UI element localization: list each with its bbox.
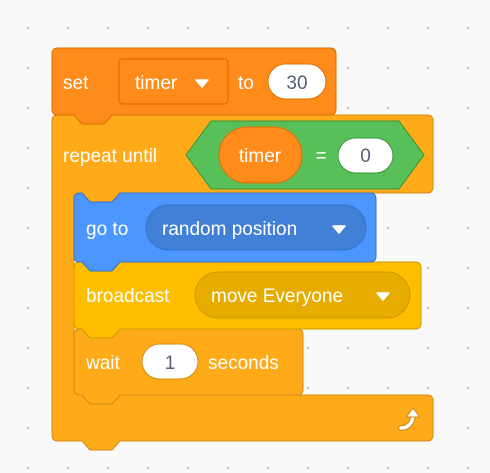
position-dropdown-box — [145, 204, 367, 251]
compare-value-text: 0 — [360, 146, 371, 167]
go-to-block[interactable]: go to random position — [73, 192, 377, 272]
chevron-down-icon — [376, 292, 390, 301]
repeat-until-block[interactable]: repeat until timer = 0 — [51, 114, 434, 451]
timer-reporter-shape — [218, 126, 303, 184]
position-dropdown[interactable]: random position — [145, 204, 367, 251]
wait-label: wait — [85, 353, 121, 374]
go-to-label: go to — [86, 219, 128, 240]
set-value-text: 30 — [286, 73, 307, 94]
repeat-until-label: repeat until — [63, 146, 157, 167]
compare-value-input[interactable]: 0 — [337, 137, 394, 174]
wait-value-field — [141, 343, 199, 380]
wait-value-input[interactable]: 1 — [141, 343, 199, 380]
variable-dropdown-label: timer — [135, 73, 178, 94]
wait-value-text: 1 — [165, 353, 176, 374]
equals-sign: = — [315, 146, 326, 167]
to-label: to — [238, 73, 254, 94]
variable-dropdown-box — [118, 58, 229, 105]
chevron-down-icon — [332, 225, 346, 234]
message-dropdown-label: move Everyone — [211, 286, 343, 307]
loop-arrow-icon — [398, 407, 421, 431]
compare-value-field — [337, 137, 394, 174]
wait-block[interactable]: wait 1 seconds — [73, 328, 304, 405]
position-dropdown-label: random position — [162, 219, 297, 240]
broadcast-block[interactable]: broadcast move Everyone — [73, 261, 422, 339]
equals-operator[interactable]: timer = 0 — [185, 120, 425, 190]
message-dropdown-box — [194, 271, 411, 319]
timer-reporter-label: timer — [239, 146, 282, 167]
chevron-down-icon — [195, 79, 209, 88]
message-dropdown[interactable]: move Everyone — [194, 271, 411, 319]
variable-dropdown[interactable]: timer — [118, 58, 229, 105]
set-value-input[interactable]: 30 — [267, 63, 327, 100]
timer-reporter[interactable]: timer — [218, 126, 303, 184]
broadcast-label: broadcast — [86, 286, 170, 307]
set-variable-block[interactable]: set timer to 30 — [51, 47, 337, 125]
set-value-field — [267, 63, 327, 100]
seconds-label: seconds — [208, 353, 279, 374]
set-label: set — [63, 73, 89, 94]
